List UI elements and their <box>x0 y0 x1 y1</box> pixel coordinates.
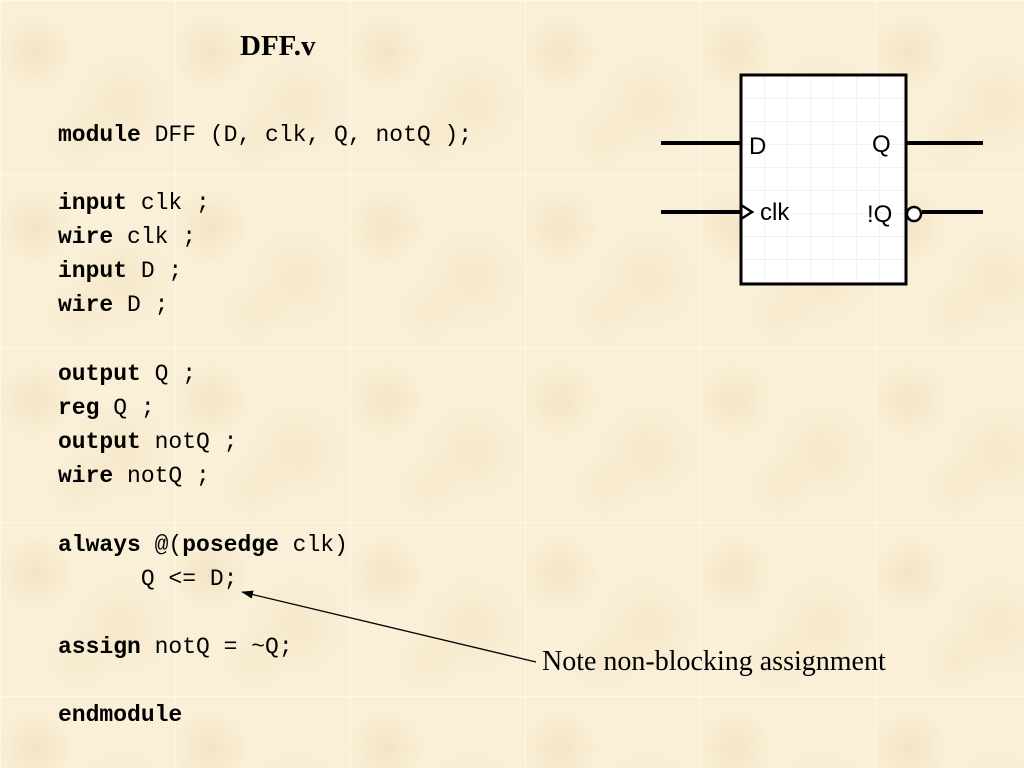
slide-title: DFF.v <box>240 30 316 62</box>
code-line-reg-q: reg Q ; <box>58 391 155 425</box>
code-keyword: endmodule <box>58 702 183 728</box>
clock-edge-icon <box>740 203 755 221</box>
code-line-input-clk: input clk ; <box>58 186 210 220</box>
code-text: notQ ; <box>113 463 210 489</box>
code-keyword: module <box>58 122 141 148</box>
code-text: @( <box>140 532 183 558</box>
pin-label-clk: clk <box>760 199 790 226</box>
code-text: Q ; <box>99 395 155 421</box>
pin-label-notq: !Q <box>867 201 892 228</box>
pin-label-q: Q <box>872 131 891 158</box>
code-line-wire-notq: wire notQ ; <box>58 459 210 493</box>
code-text: DFF (D, clk, Q, notQ ); <box>140 122 473 148</box>
code-line-assign: assign notQ = ~Q; <box>58 630 293 664</box>
code-keyword: assign <box>58 634 141 660</box>
code-keyword: always <box>58 532 141 558</box>
code-line-output-q: output Q ; <box>58 357 196 391</box>
code-text: Q <= D; <box>58 566 238 592</box>
code-line-wire-clk: wire clk ; <box>58 220 196 254</box>
flip-flop-box-grid <box>741 75 906 284</box>
code-text: D ; <box>113 292 169 318</box>
pin-label-d: D <box>749 133 766 160</box>
code-text: Q ; <box>140 361 197 387</box>
code-text: clk ; <box>127 190 210 216</box>
code-keyword: input <box>58 190 128 216</box>
code-line-wire-d: wire D ; <box>58 288 168 322</box>
flip-flop-box <box>739 73 908 286</box>
code-keyword: wire <box>58 463 114 489</box>
code-line-output-notq: output notQ ; <box>58 425 237 459</box>
code-text: notQ = ~Q; <box>140 634 293 660</box>
code-keyword: posedge <box>182 532 279 558</box>
code-line-always: always @(posedge clk) <box>58 528 348 562</box>
code-line-nonblocking-assign: Q <= D; <box>58 562 238 596</box>
code-text: D ; <box>127 258 183 284</box>
note-arrow <box>241 590 537 663</box>
code-keyword: output <box>58 429 141 455</box>
code-keyword: wire <box>58 224 114 250</box>
code-line-module: module DFF (D, clk, Q, notQ ); <box>58 118 472 152</box>
code-text: clk) <box>278 532 348 558</box>
code-keyword: reg <box>58 395 100 421</box>
inversion-bubble-icon <box>905 205 923 223</box>
code-text: notQ ; <box>140 429 238 455</box>
annotation-note: Note non-blocking assignment <box>542 646 886 677</box>
code-text: clk ; <box>113 224 197 250</box>
code-keyword: wire <box>58 292 114 318</box>
code-keyword: input <box>58 258 128 284</box>
code-keyword: output <box>58 361 141 387</box>
code-line-endmodule: endmodule <box>58 698 182 732</box>
code-line-input-d: input D ; <box>58 254 182 288</box>
